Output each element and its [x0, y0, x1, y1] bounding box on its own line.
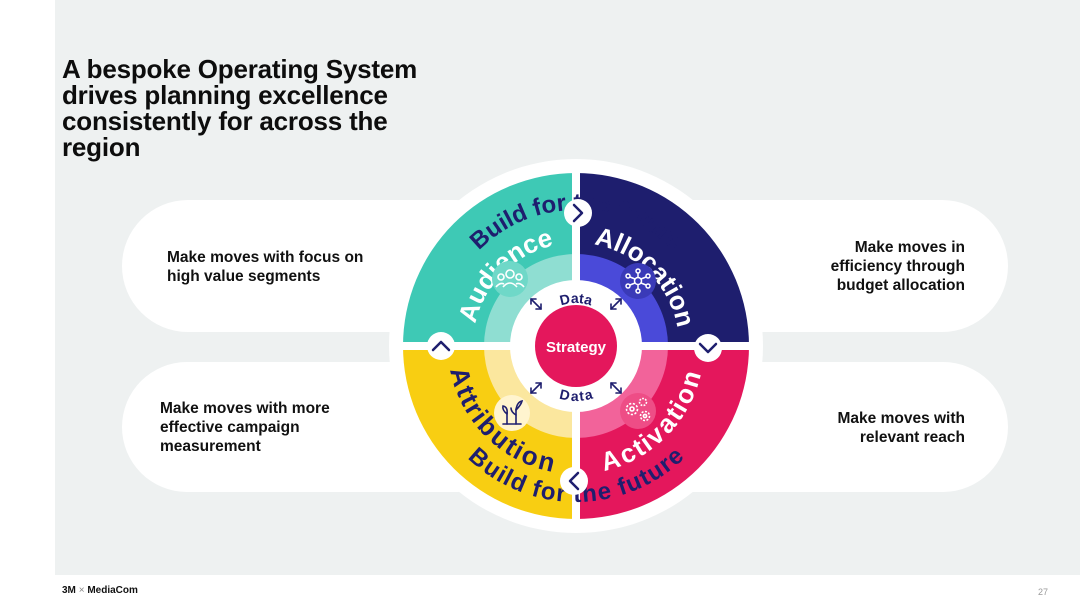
pill-text-bottom-right: Make moves with relevant reach [837, 410, 966, 446]
pill-text-top-left: Make moves with focus on high value segm… [167, 249, 364, 285]
data-label-top: Data [558, 290, 594, 309]
chevron-down-icon [694, 334, 722, 362]
arrow-icon-bottom-left [530, 382, 542, 394]
pill-text-bottom-left: Make moves with more effective campaign … [160, 400, 330, 455]
arrow-icon-top-left [530, 298, 542, 310]
chevron-right-icon [564, 199, 592, 227]
gears-icon [620, 393, 656, 429]
brand-mediacom: MediaCom [87, 585, 138, 596]
chevron-up-icon [427, 332, 455, 360]
page-number: 27 [1038, 587, 1049, 597]
arrow-icon-top-right [610, 298, 622, 310]
people-icon [492, 261, 528, 297]
arrow-icon-bottom-right [610, 382, 622, 394]
footer-brand: 3M × MediaCom [62, 585, 138, 596]
plant-icon [494, 395, 530, 431]
pill-text-top-right: Make moves in efficiency through budget … [830, 239, 965, 294]
data-label-bottom: Data [558, 386, 594, 404]
network-icon [620, 263, 656, 299]
chevron-left-icon [560, 467, 588, 495]
strategy-label: Strategy [546, 339, 607, 356]
brand-3m: 3M [62, 585, 76, 596]
brand-separator: × [78, 585, 85, 596]
strategy-circle [535, 305, 617, 387]
slide-title: A bespoke Operating System drives planni… [62, 54, 418, 162]
